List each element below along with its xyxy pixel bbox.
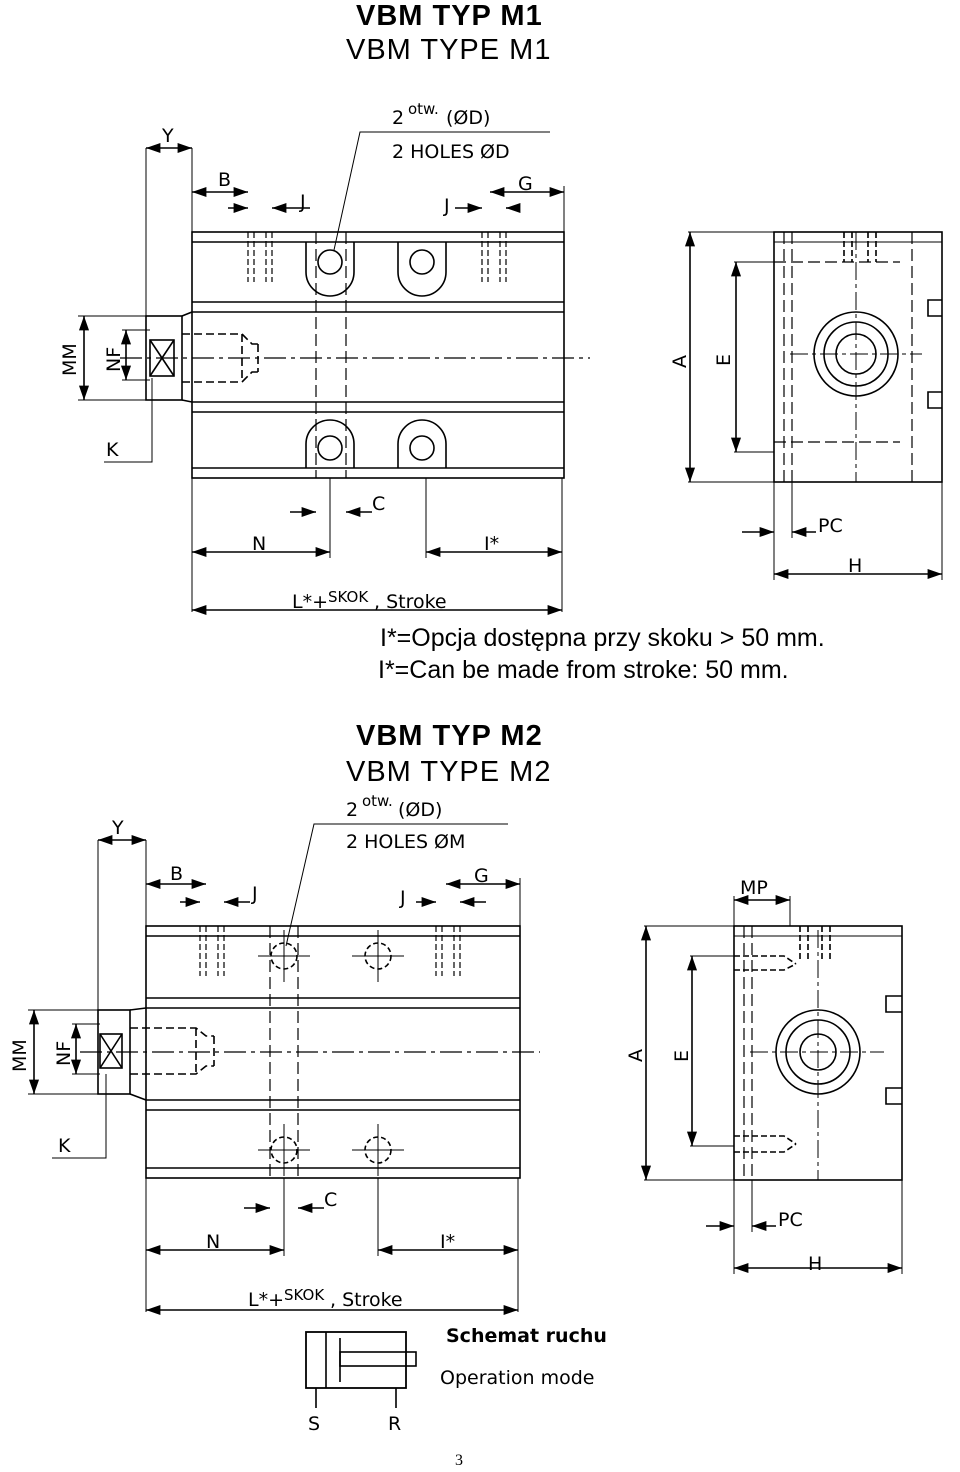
- m2-dim-skok: SKOK: [284, 1286, 325, 1304]
- m2-drawing: 2 otw. (ØD) 2 HOLES ØM Y B J J G MM NF K…: [9, 792, 903, 1435]
- m2-callout-holes: 2 HOLES ØM: [346, 831, 465, 853]
- m1-callout-sup: otw.: [408, 100, 439, 118]
- note-en: I*=Can be made from stroke: 50 mm.: [378, 656, 789, 684]
- m1-dim-j2: J: [443, 195, 450, 217]
- m1-dim-j1: J: [299, 191, 306, 213]
- m2-dim-c: C: [324, 1189, 337, 1211]
- m2-dim-j2: J: [399, 887, 406, 909]
- m1-dim-stroke: , Stroke: [374, 591, 447, 613]
- m2-dim-stroke: , Stroke: [330, 1289, 403, 1311]
- m1-dim-pc: PC: [818, 515, 843, 537]
- m2-callout-diameter: (ØD): [398, 799, 442, 821]
- m2-dim-pc: PC: [778, 1209, 803, 1231]
- m2-dim-a: A: [625, 1049, 647, 1062]
- m1-dim-l: L*+: [292, 591, 328, 613]
- m2-callout-count: 2: [346, 799, 358, 821]
- schema-label-r: R: [388, 1413, 401, 1435]
- m2-dim-n: N: [206, 1231, 220, 1253]
- m1-dim-y: Y: [161, 125, 174, 147]
- m1-dim-k: K: [106, 439, 119, 461]
- m1-dim-c: C: [372, 493, 385, 515]
- note-pl: I*=Opcja dostępna przy skoku > 50 mm.: [380, 624, 825, 652]
- m1-callout-holes: 2 HOLES ØD: [392, 141, 510, 163]
- m1-dim-nf: NF: [103, 347, 125, 372]
- m1-title-en: VBM TYPE M1: [346, 34, 552, 66]
- m2-dim-mm: MM: [9, 1039, 31, 1072]
- m2-dim-y: Y: [111, 817, 124, 839]
- schema-title-pl: Schemat ruchu: [446, 1325, 607, 1347]
- m1-dim-g: G: [518, 173, 533, 195]
- m2-dim-i: I*: [440, 1231, 455, 1253]
- m1-dim-b: B: [218, 169, 231, 191]
- m2-title-en: VBM TYPE M2: [346, 756, 552, 788]
- m1-dim-h: H: [848, 555, 862, 577]
- m2-dim-l: L*+: [248, 1289, 284, 1311]
- m2-dim-b: B: [170, 863, 183, 885]
- m2-dim-k: K: [58, 1135, 71, 1157]
- schema-title-en: Operation mode: [440, 1367, 594, 1389]
- m2-dim-nf: NF: [53, 1041, 75, 1066]
- m1-title-pl: VBM TYP M1: [356, 0, 543, 32]
- m1-dim-skok: SKOK: [328, 588, 369, 606]
- m2-dim-j1: J: [251, 883, 258, 905]
- schema-label-s: S: [308, 1413, 320, 1435]
- m2-callout-sup: otw.: [362, 792, 393, 810]
- m1-callout-diameter: (ØD): [446, 107, 490, 129]
- m2-dim-h: H: [808, 1253, 822, 1275]
- m2-dim-mp: MP: [740, 877, 768, 899]
- m1-dim-i: I*: [484, 533, 499, 555]
- m1-dim-n: N: [252, 533, 266, 555]
- m2-title-pl: VBM TYP M2: [356, 720, 543, 752]
- m2-dim-g: G: [474, 865, 489, 887]
- m1-dim-e: E: [713, 354, 735, 366]
- m1-callout-count: 2: [392, 107, 404, 129]
- m2-dim-e: E: [671, 1050, 693, 1062]
- page-number: 3: [455, 1452, 463, 1469]
- m1-drawing: 2 otw. (ØD) 2 HOLES ØD Y B J J G MM NF K…: [59, 100, 943, 616]
- m1-dim-a: A: [669, 355, 691, 368]
- m1-dim-mm: MM: [59, 343, 81, 376]
